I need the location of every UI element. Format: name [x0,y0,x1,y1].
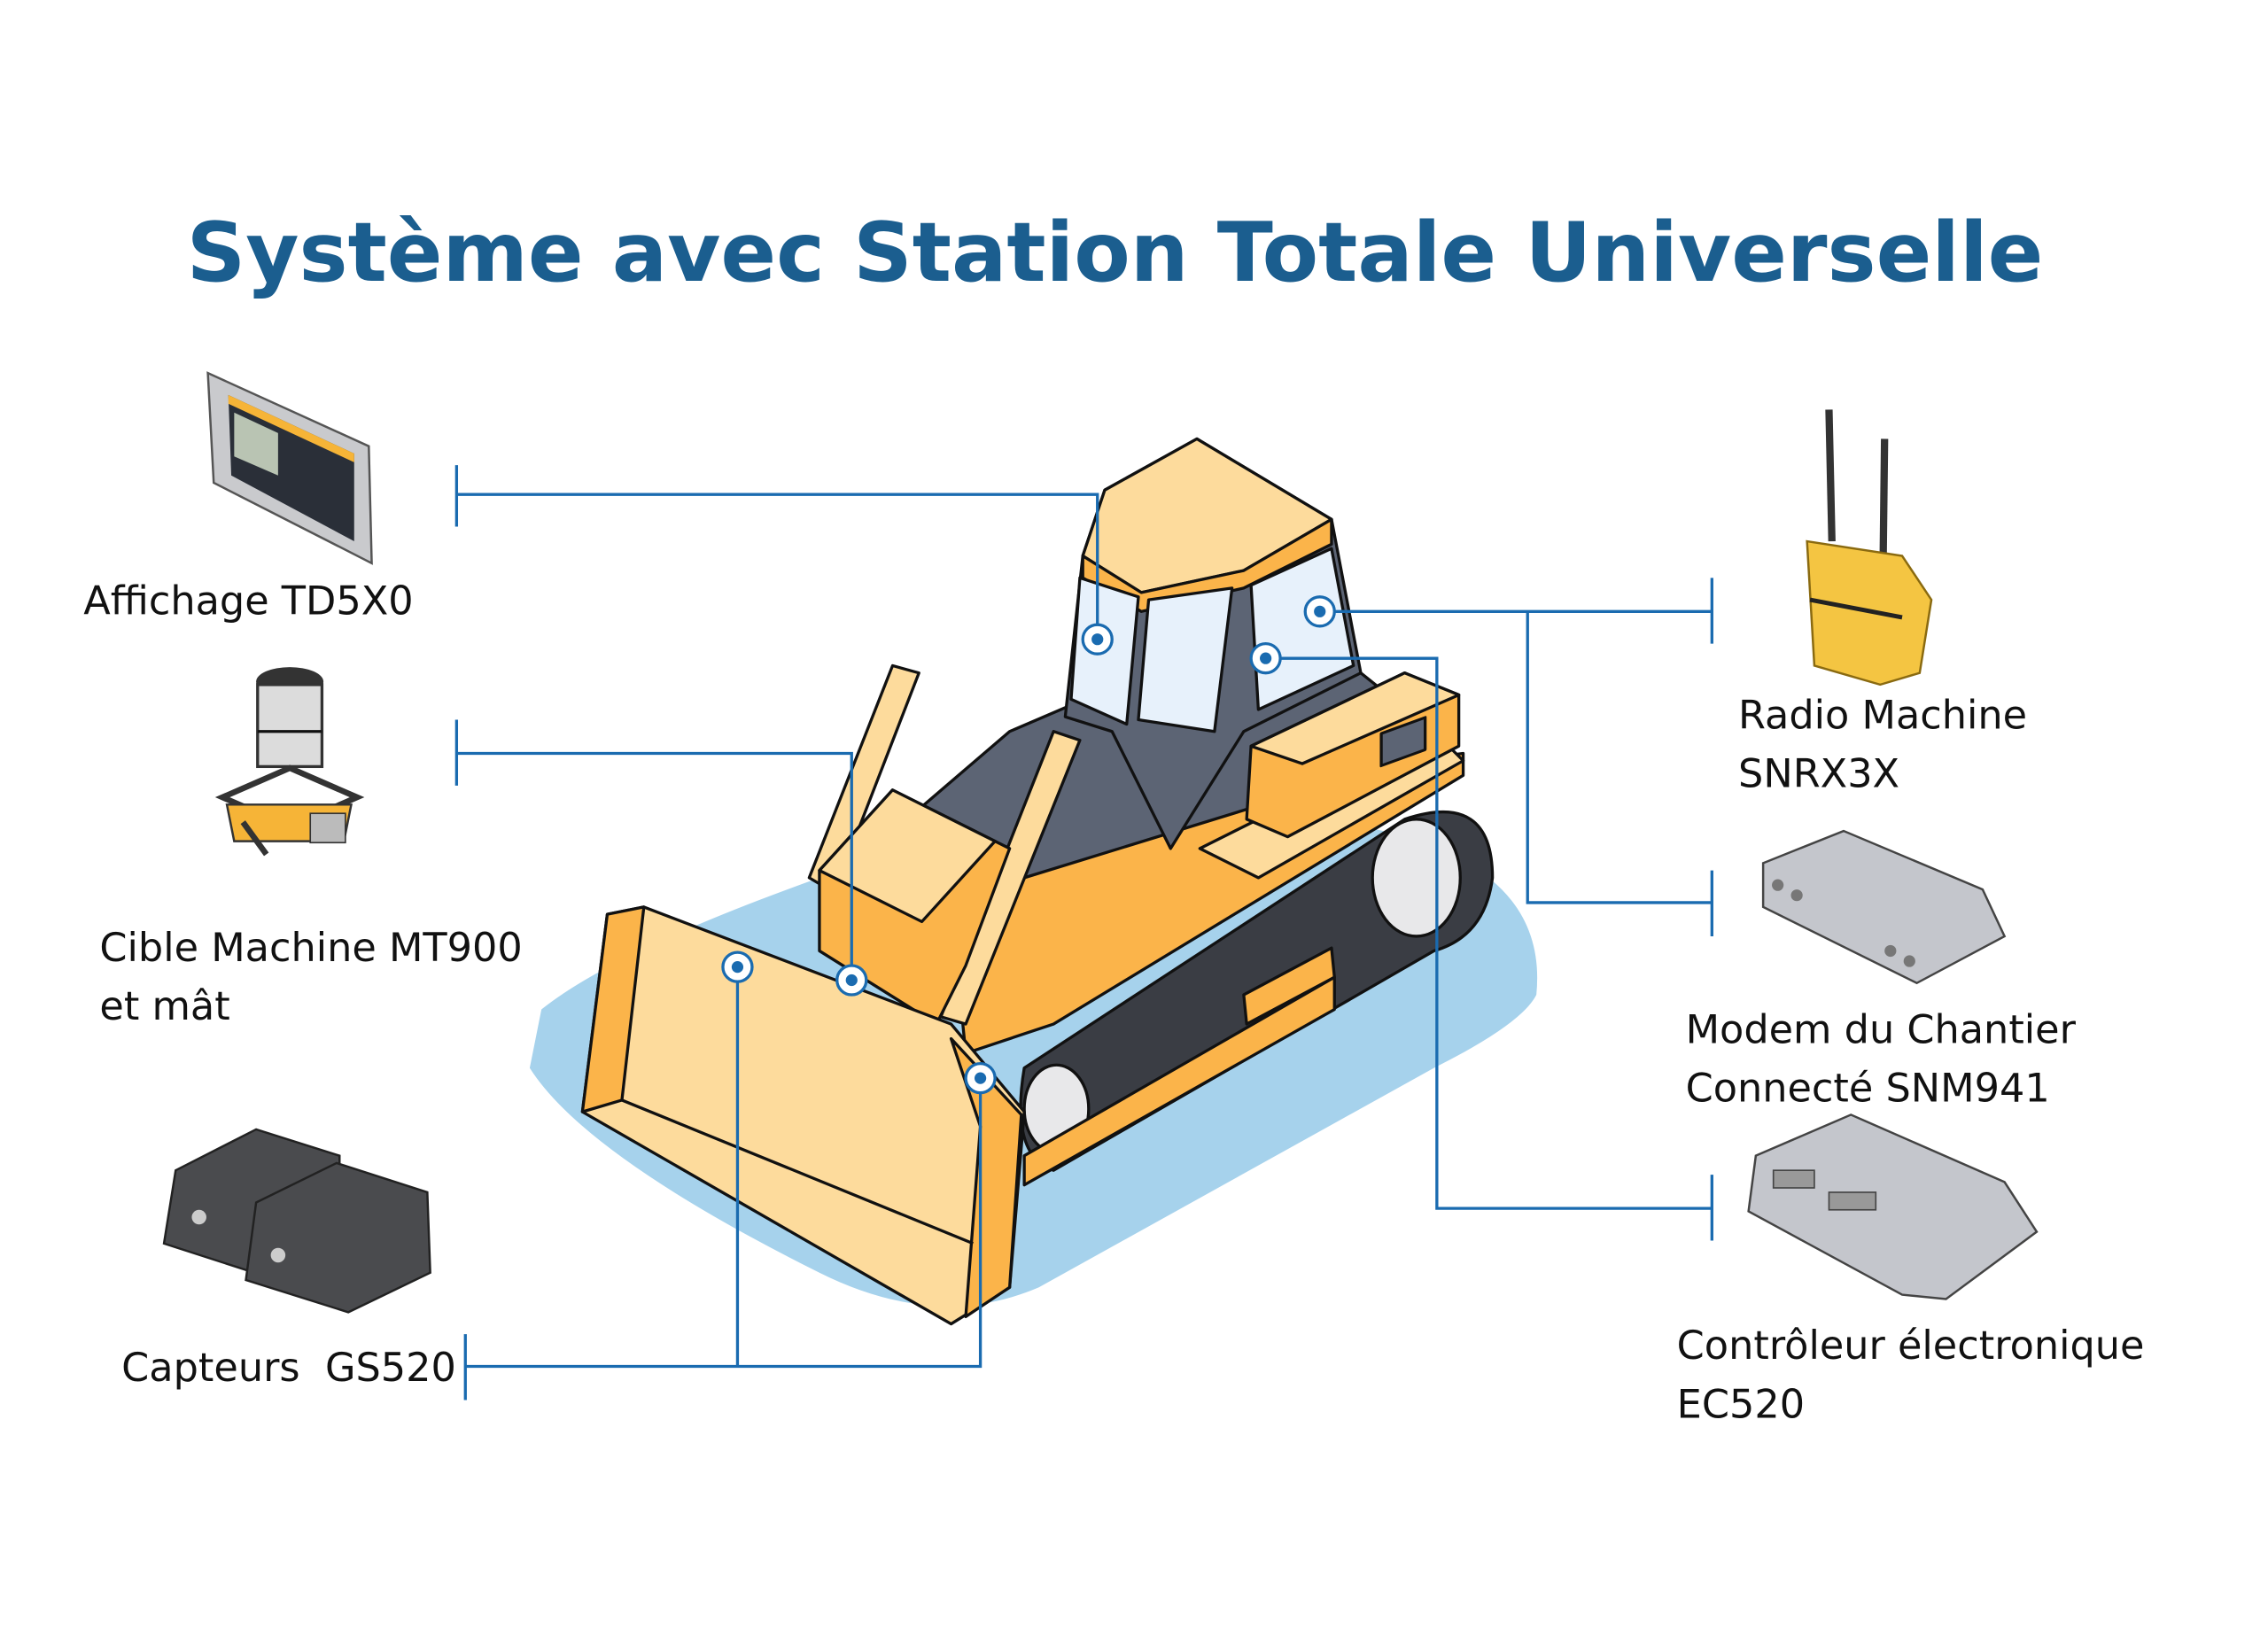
controller-label-line1: Contrôleur électronique [1677,1323,2145,1369]
page-title: Système avec Station Totale Universelle [187,205,2044,300]
connector-lines [454,465,1713,1400]
radio-label-line1: Radio Machine [1738,692,2027,738]
display-connector [454,465,1099,640]
controller-label-line2: EC520 [1677,1381,1805,1427]
sensors-connector [463,966,983,1400]
target-label-line1: Cible Machine MT900 [99,925,522,971]
controller-icon [1747,1113,2039,1300]
machine-target-icon [214,667,365,857]
target-connector [454,719,853,981]
sensor-pair-icon [162,1128,431,1314]
display-label: Affichage TD5X0 [83,578,413,625]
bulldozer-illustration [529,437,1538,1326]
modem-label-line2: Connecté SNM941 [1686,1066,2050,1112]
component-labels: Affichage TD5X0 Cible Machine MT900 et m… [83,578,2144,1428]
modem-icon [1761,829,2007,985]
target-label-line2: et mât [99,983,229,1029]
sensors-label: Capteurs GS520 [121,1345,456,1391]
radio-label-line2: SNRX3X [1738,750,1899,796]
radio-modem-connector [1319,578,1713,936]
tablet-display-icon [206,371,373,565]
modem-label-line1: Modem du Chantier [1686,1007,2077,1053]
controller-connector [1265,656,1713,1241]
radio-antenna-icon [1806,409,1933,687]
